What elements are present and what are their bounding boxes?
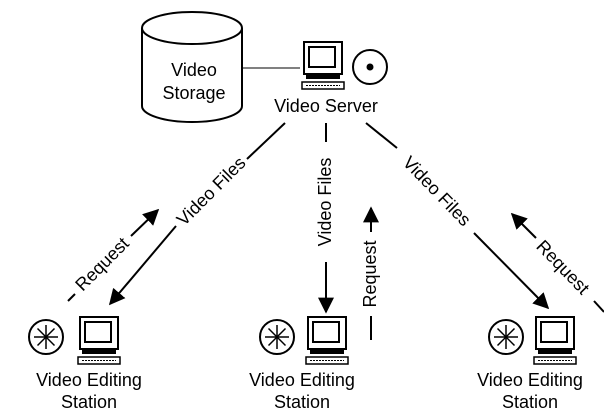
edge-video-files-left-a [246,122,286,160]
edge-request-right-a [593,300,604,313]
asterisk-node-icon [259,319,295,355]
edge-left-video-files-label: Video Files [173,153,250,230]
station-center-label-line1: Video Editing [249,370,355,390]
storage-label-line1: Video [171,60,217,80]
station-left-label-line2: Station [61,392,117,412]
edge-request-left-a [67,293,76,302]
edge-request-right-b [510,212,537,239]
edge-request-left-b [130,208,160,237]
station-left [28,316,121,365]
edge-video-files-left-b [108,225,177,306]
edge-left-request-label: Request [71,233,133,295]
station-right-label-line2: Station [502,392,558,412]
station-monitor-icon [305,316,349,365]
asterisk-node-icon [488,319,524,355]
storage-label-line2: Storage [162,83,225,103]
station-center-label-line2: Station [274,392,330,412]
station-right-label-line1: Video Editing [477,370,583,390]
station-monitor-icon [533,316,577,365]
asterisk-node-icon [28,319,64,355]
edge-video-files-right-a [365,122,398,149]
edge-right-request-label: Request [532,236,593,298]
server-monitor-icon [301,41,345,90]
station-right [488,316,577,365]
station-center [259,316,349,365]
edge-video-files-right-b [473,232,550,310]
edge-right-video-files-label: Video Files [399,152,475,230]
station-monitor-icon [77,316,121,365]
edge-center-video-files-label: Video Files [315,158,335,247]
server-label: Video Server [274,96,378,116]
video-storage-cylinder [141,11,243,123]
edge-center-request-label: Request [360,240,380,307]
disc-icon [352,49,388,85]
station-left-label-line1: Video Editing [36,370,142,390]
